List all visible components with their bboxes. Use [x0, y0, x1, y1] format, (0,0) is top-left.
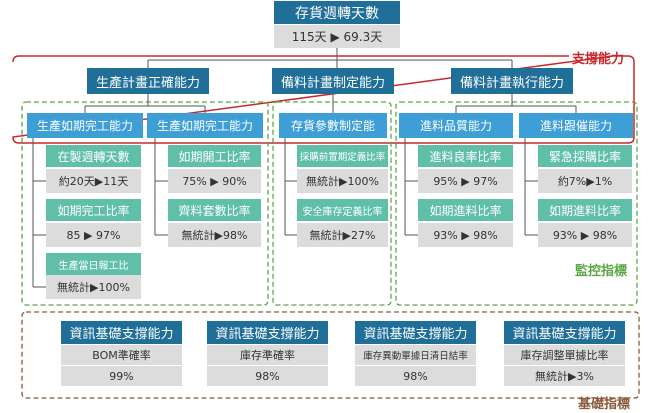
- metric-label: 在製週轉天數: [46, 145, 141, 167]
- capability-material-exec: 備料計畫執行能力: [451, 68, 573, 94]
- capability-material-plan: 備料計畫制定能力: [272, 68, 394, 94]
- top-title: 存貨週轉天數: [274, 1, 400, 24]
- metric-label: 緊急採購比率: [538, 145, 632, 167]
- monitor-frame-left: [21, 101, 269, 306]
- metric-value: 無統計▶98%: [168, 223, 261, 247]
- metric-value: 約20天▶11天: [46, 169, 141, 193]
- metric-label: 安全庫存定義比率: [297, 199, 388, 221]
- metric-label: 進料良率比率: [418, 145, 513, 167]
- support-frame: [12, 55, 635, 144]
- base-title: 資訊基礎支撐能力: [207, 321, 328, 344]
- metric-value: 無統計▶100%: [46, 275, 141, 299]
- base-metric-value: 98%: [207, 366, 328, 386]
- support-label: 支撐能力: [572, 52, 625, 67]
- metric-label: 齊料套數比率: [168, 199, 261, 221]
- tree-connectors: [32, 48, 577, 288]
- sub-capability-p1: 生產如期完工能力: [27, 113, 143, 138]
- base-metric-label: 庫存準確率: [207, 345, 328, 365]
- base-frame: [21, 311, 640, 399]
- base-label: 基礎指標: [578, 397, 631, 412]
- base-metric-label: BOM準確率: [61, 345, 182, 365]
- metric-value: 93% ▶ 98%: [538, 223, 632, 247]
- base-metric-label: 庫存調整單據比率: [504, 345, 625, 365]
- base-title: 資訊基礎支撐能力: [504, 321, 625, 344]
- metric-value: 93% ▶ 98%: [418, 223, 513, 247]
- metric-label: 生產當日報工比: [46, 253, 141, 275]
- top-value: 115天 ▶ 69.3天: [274, 25, 400, 48]
- sub-capability-e1: 進料品質能力: [399, 113, 513, 138]
- metric-label: 如期完工比率: [46, 199, 141, 221]
- base-metric-value: 99%: [61, 366, 182, 386]
- base-metric-value: 無統計▶3%: [504, 366, 625, 386]
- monitor-frame-middle: [272, 101, 392, 306]
- capability-production: 生產計畫正確能力: [87, 68, 209, 94]
- base-metric-value: 98%: [355, 366, 476, 386]
- monitor-frame-right: [395, 101, 638, 306]
- monitor-label: 監控指標: [575, 264, 628, 279]
- base-title: 資訊基礎支撐能力: [61, 321, 182, 344]
- sub-capability-p2: 生產如期完工能力: [147, 113, 263, 138]
- metric-value: 75% ▶ 90%: [168, 169, 261, 193]
- metric-value: 85 ▶ 97%: [46, 223, 141, 247]
- metric-label: 如期進料比率: [538, 199, 632, 221]
- metric-label: 如期進料比率: [418, 199, 513, 221]
- metric-value: 無統計▶100%: [297, 169, 388, 193]
- metric-value: 95% ▶ 97%: [418, 169, 513, 193]
- base-metric-label: 庫存異動單據日清日結率: [355, 345, 476, 365]
- metric-value: 無統計▶27%: [297, 223, 388, 247]
- sub-capability-e2: 進料跟催能力: [519, 113, 633, 138]
- metric-label: 採購前置期定義比率: [297, 145, 388, 167]
- sub-capability-m1: 存貨參數制定能: [279, 113, 387, 138]
- metric-value: 約7%▶1%: [538, 169, 632, 193]
- base-title: 資訊基礎支撐能力: [355, 321, 476, 344]
- metric-label: 如期開工比率: [168, 145, 261, 167]
